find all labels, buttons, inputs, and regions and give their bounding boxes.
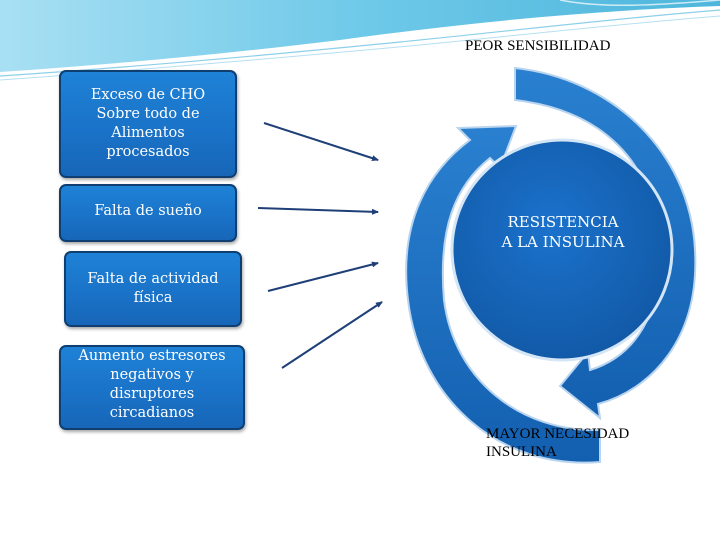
arrow-estres [281, 301, 383, 369]
cycle-arrow-left [405, 124, 601, 464]
cause-label-sueno: Falta de sueño [94, 203, 202, 219]
cause-box-cho: Exceso de CHO Sobre todo de Alimentos pr… [59, 70, 237, 178]
arrow-sueno [257, 207, 379, 215]
cycle-label-top: PEOR SENSIBILIDAD [465, 38, 611, 54]
cycle-label-bottom: MAYOR NECESIDAD INSULINA [486, 426, 630, 460]
resistance-circle [450, 138, 674, 362]
cycle-label-center: RESISTENCIA A LA INSULINA [501, 213, 625, 251]
cause-label-estresores: Aumento estresores negativos y disruptor… [78, 348, 226, 421]
arrow-actividad [267, 261, 379, 292]
cause-box-estresores: Aumento estresores negativos y disruptor… [59, 345, 245, 430]
cause-box-actividad: Falta de actividad física [64, 251, 242, 327]
arrow-cho [263, 122, 379, 162]
cause-label-cho: Exceso de CHO Sobre todo de Alimentos pr… [90, 87, 206, 160]
cause-box-sueno: Falta de sueño [59, 184, 237, 242]
cause-label-actividad: Falta de actividad física [87, 271, 219, 306]
